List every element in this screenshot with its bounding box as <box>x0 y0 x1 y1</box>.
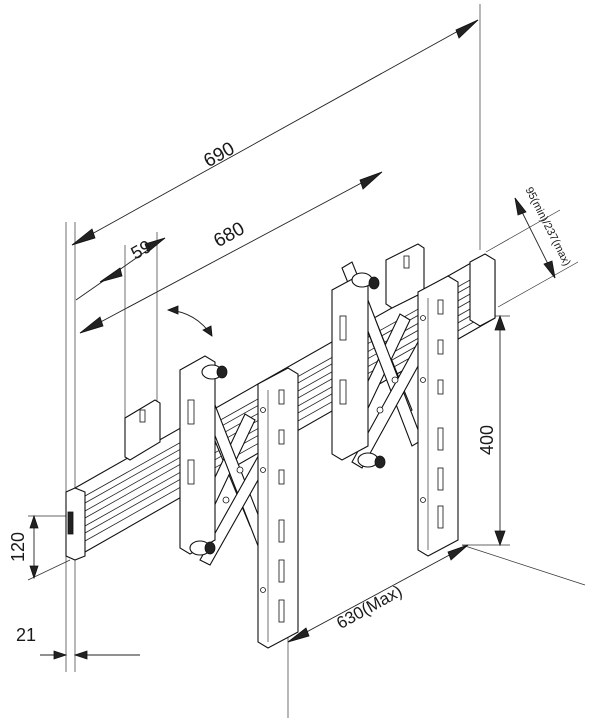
label-21: 21 <box>16 625 36 645</box>
label-59: 59 <box>127 236 154 263</box>
label-680: 680 <box>210 218 248 252</box>
dimension-lines <box>27 4 586 718</box>
dim-680-line <box>79 171 383 334</box>
label-400: 400 <box>477 425 497 455</box>
label-120: 120 <box>8 532 28 562</box>
label-690: 690 <box>200 138 238 172</box>
left-arm-assembly <box>179 355 299 649</box>
wall-brackets <box>124 243 425 461</box>
dim-690-line <box>71 19 479 246</box>
label-630-max: 630(Max) <box>333 581 405 632</box>
right-arm-assembly <box>331 261 459 557</box>
